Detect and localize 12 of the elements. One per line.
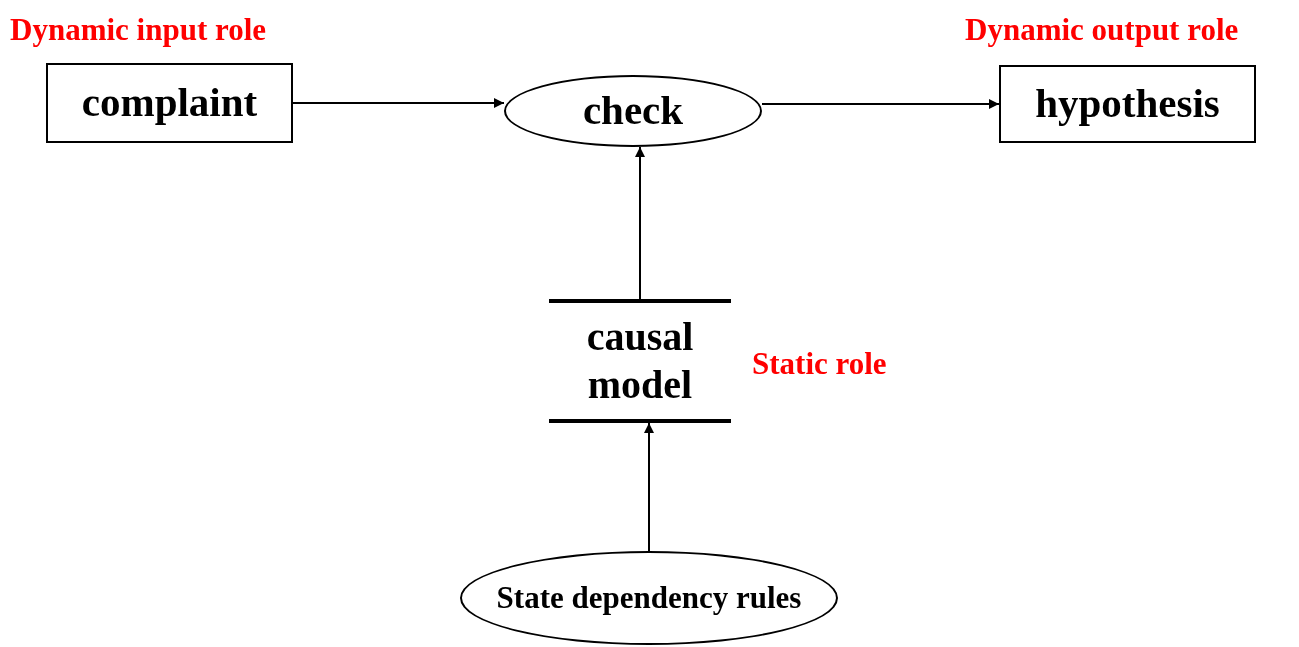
role-label: Dynamic output role xyxy=(965,12,1239,48)
process-box: complaint xyxy=(46,63,293,143)
arrow xyxy=(644,422,654,552)
role-label: Dynamic input role xyxy=(10,12,267,48)
knowledge-ellipse: State dependency rules xyxy=(460,551,838,645)
arrow xyxy=(635,146,645,300)
role-label: Static role xyxy=(752,346,887,382)
process-box: hypothesis xyxy=(999,65,1256,143)
data-store: causal model xyxy=(549,299,731,423)
arrow xyxy=(292,98,505,108)
process-ellipse: check xyxy=(504,75,762,147)
arrow xyxy=(761,99,1000,109)
